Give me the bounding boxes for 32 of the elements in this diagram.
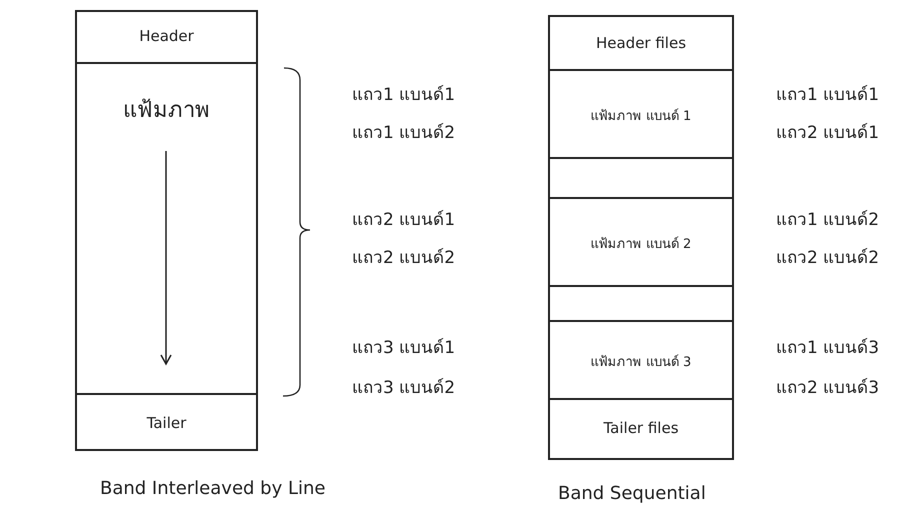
row-band-label: แถว3 แบนด์2: [352, 377, 456, 400]
diagram-caption: Band Interleaved by Line: [100, 478, 326, 499]
row-band-label: แถว2 แบนด์1: [776, 122, 880, 145]
row-band-label: แถว1 แบนด์3: [776, 337, 880, 360]
segment-label: แฟ้มภาพ: [122, 97, 211, 125]
segment-label: Tailer files: [602, 419, 680, 437]
file-segment: [75, 10, 258, 64]
segment-label: Header files: [594, 34, 688, 52]
row-band-label: แถว3 แบนด์1: [352, 337, 456, 360]
file-segment: [75, 393, 258, 451]
row-band-label: แถว2 แบนด์2: [776, 247, 880, 270]
empty-segment: [548, 285, 734, 322]
file-segment: [548, 197, 734, 287]
segment-label: Tailer: [146, 414, 188, 432]
segment-label: แฟ้มภาพ แบนด์ 2: [590, 236, 692, 254]
file-segment: [548, 15, 734, 71]
row-band-label: แถว1 แบนด์1: [352, 84, 456, 107]
row-band-label: แถว2 แบนด์3: [776, 377, 880, 400]
diagram-caption: Band Sequential: [558, 483, 706, 504]
segment-label: แฟ้มภาพ แบนด์ 1: [590, 108, 692, 126]
segment-label: แฟ้มภาพ แบนด์ 3: [590, 354, 692, 372]
row-band-label: แถว2 แบนด์2: [352, 247, 456, 270]
file-segment: [75, 62, 258, 395]
empty-segment: [548, 157, 734, 199]
file-segment: [548, 320, 734, 400]
file-segment: [548, 398, 734, 460]
row-band-label: แถว1 แบนด์1: [776, 84, 880, 107]
row-band-label: แถว1 แบนด์2: [776, 209, 880, 232]
file-segment: [548, 69, 734, 159]
segment-label: Header: [138, 27, 195, 45]
row-band-label: แถว2 แบนด์1: [352, 209, 456, 232]
row-band-label: แถว1 แบนด์2: [352, 122, 456, 145]
